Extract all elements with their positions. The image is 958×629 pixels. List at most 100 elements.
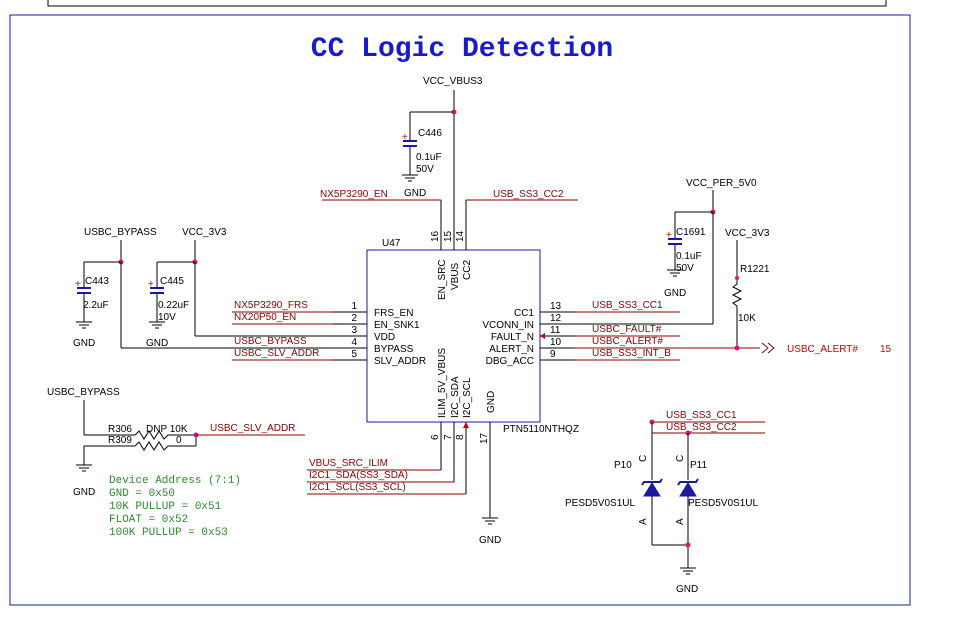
top-frame xyxy=(47,0,887,7)
net-vcc-vbus3: VCC_VBUS3 xyxy=(423,76,483,87)
c445-gnd: GND xyxy=(146,338,168,349)
p11-part: PESD5V0S1UL xyxy=(688,498,758,509)
p10-c: C xyxy=(638,455,649,462)
offpage-alert-label: USBC_ALERT# xyxy=(787,344,858,355)
pin-8-num: 8 xyxy=(455,434,466,440)
sheet-border xyxy=(9,14,911,606)
c443-value: 2.2uF xyxy=(83,300,109,311)
net-vbus-src-ilim: VBUS_SRC_ILIM xyxy=(309,458,388,469)
pin-3-name: VDD xyxy=(374,332,395,343)
net-i2c1-scl: I2C1_SCL(SS3_SCL) xyxy=(309,482,406,493)
pin-13-num: 13 xyxy=(550,301,562,312)
c1691-ref: C1691 xyxy=(676,227,706,238)
pin-16-name: EN_SRC xyxy=(437,259,448,300)
net-nx5p3290-en: NX5P3290_EN xyxy=(320,189,388,200)
note-4: 100K PULLUP = 0x53 xyxy=(109,527,228,539)
r1221-value: 10K xyxy=(738,313,756,324)
net-en-snk1: NX20P50_EN xyxy=(234,312,296,323)
pin-12-num: 12 xyxy=(550,313,562,324)
net-usb-ss3-cc1-r: USB_SS3_CC1 xyxy=(666,410,737,421)
r306-ref: R306 xyxy=(108,424,132,435)
net-i2c1-sda: I2C1_SDA(SS3_SDA) xyxy=(309,470,408,481)
c1691-gnd: GND xyxy=(664,288,686,299)
pin-1-num: 1 xyxy=(351,301,357,312)
page-title: CC Logic Detection xyxy=(311,34,613,65)
r1221-ref: R1221 xyxy=(740,264,770,275)
pin-12-name: VCONN_IN xyxy=(482,320,534,331)
svg-text:+: + xyxy=(75,279,81,290)
net-vcc-3v3-right: VCC_3V3 xyxy=(725,228,770,239)
p10-a: A xyxy=(638,518,649,525)
r309-value: 0 xyxy=(176,435,182,446)
bottom-pins: 6 7 8 17 ILIM_5V_VBUS I2C_SDA I2C_SCL GN… xyxy=(430,348,497,518)
c443-gnd: GND xyxy=(73,338,95,349)
net-vcc-3v3-left: VCC_3V3 xyxy=(182,227,227,238)
net-usbc-bypass-top: USBC_BYPASS xyxy=(84,227,157,238)
net-bypass: USBC_BYPASS xyxy=(234,336,307,347)
c1691-voltage: 50V xyxy=(676,263,694,274)
ic-part: PTN5110NTHQZ xyxy=(503,424,579,435)
p11-a: A xyxy=(675,518,686,525)
p11-c: C xyxy=(675,455,686,462)
svg-text:+: + xyxy=(402,132,408,143)
r309-ref: R309 xyxy=(108,435,132,446)
pin-13-name: CC1 xyxy=(514,308,534,319)
pin-7-num: 7 xyxy=(443,434,454,440)
pin-9-num: 9 xyxy=(550,349,556,360)
p10-ref: P10 xyxy=(614,460,632,471)
net-slv-addr: USBC_SLV_ADDR xyxy=(234,348,319,359)
c445-ref: C445 xyxy=(160,276,184,287)
c446-ref: C446 xyxy=(418,128,442,139)
ic-ref: U47 xyxy=(382,238,401,249)
net-cc1: USB_SS3_CC1 xyxy=(592,300,663,311)
pin-8-name: I2C_SCL xyxy=(462,377,473,418)
note-2: 10K PULLUP = 0x51 xyxy=(109,501,222,513)
pin-1-name: FRS_EN xyxy=(374,308,413,319)
svg-text:+: + xyxy=(148,279,154,290)
net-alert: USBC_ALERT# xyxy=(592,336,663,347)
pin-5-num: 5 xyxy=(351,349,357,360)
pin-6-name: ILIM_5V_VBUS xyxy=(437,348,448,418)
c446-gnd: GND xyxy=(404,188,426,199)
pin-15-name: VBUS xyxy=(450,262,461,290)
c445-voltage: 10V xyxy=(158,312,176,323)
net-frs: NX5P3290_FRS xyxy=(234,300,308,311)
pin-10-num: 10 xyxy=(550,337,562,348)
net-fault: USBC_FAULT# xyxy=(592,324,662,335)
r306-gnd: GND xyxy=(73,487,95,498)
note-1: GND = 0x50 xyxy=(109,488,175,500)
pin-4-num: 4 xyxy=(351,337,357,348)
p11-ref: P11 xyxy=(690,460,707,471)
note-3: FLOAT = 0x52 xyxy=(109,514,188,526)
c446-value: 0.1uF xyxy=(416,152,442,163)
c446-voltage: 50V xyxy=(416,164,434,175)
pin-5-name: SLV_ADDR xyxy=(374,356,426,367)
c445-value: 0.22uF xyxy=(158,300,189,311)
left-pins: 1 2 3 4 5 FRS_EN EN_SNK1 VDD BYPASS SLV_… xyxy=(333,301,426,367)
pin-14-num: 14 xyxy=(455,230,466,242)
net-usbc-bypass-left: USBC_BYPASS xyxy=(47,387,120,398)
right-pins: 13 12 11 10 9 CC1 VCONN_IN FAULT_N ALERT… xyxy=(482,301,575,367)
net-vcc-per-5v0: VCC_PER_5V0 xyxy=(686,178,757,189)
pin-6-num: 6 xyxy=(430,434,441,440)
pin-2-num: 2 xyxy=(351,313,357,324)
net-usbc-slv-addr: USBC_SLV_ADDR xyxy=(210,423,295,434)
note-0: Device Address (7:1) xyxy=(109,475,241,487)
offpage-alert-page: 15 xyxy=(880,344,892,355)
pin-11-name: FAULT_N xyxy=(491,332,534,343)
pin-3-num: 3 xyxy=(351,325,357,336)
svg-text:+: + xyxy=(666,230,672,241)
r306-value: DNP 10K xyxy=(146,424,188,435)
pin-7-name: I2C_SDA xyxy=(450,376,461,418)
pin-4-name: BYPASS xyxy=(374,344,414,355)
pin-9-name: DBG_ACC xyxy=(486,356,534,367)
esd-gnd: GND xyxy=(676,584,698,595)
c1691-value: 0.1uF xyxy=(676,251,702,262)
top-pins: 16 15 14 EN_SRC VBUS CC2 xyxy=(430,112,473,300)
c443-ref: C443 xyxy=(85,276,109,287)
net-int-b: USB_SS3_INT_B xyxy=(592,348,671,359)
pin-10-name: ALERT_N xyxy=(489,344,534,355)
pin-16-num: 16 xyxy=(430,230,441,242)
pin-11-num: 11 xyxy=(550,325,561,336)
